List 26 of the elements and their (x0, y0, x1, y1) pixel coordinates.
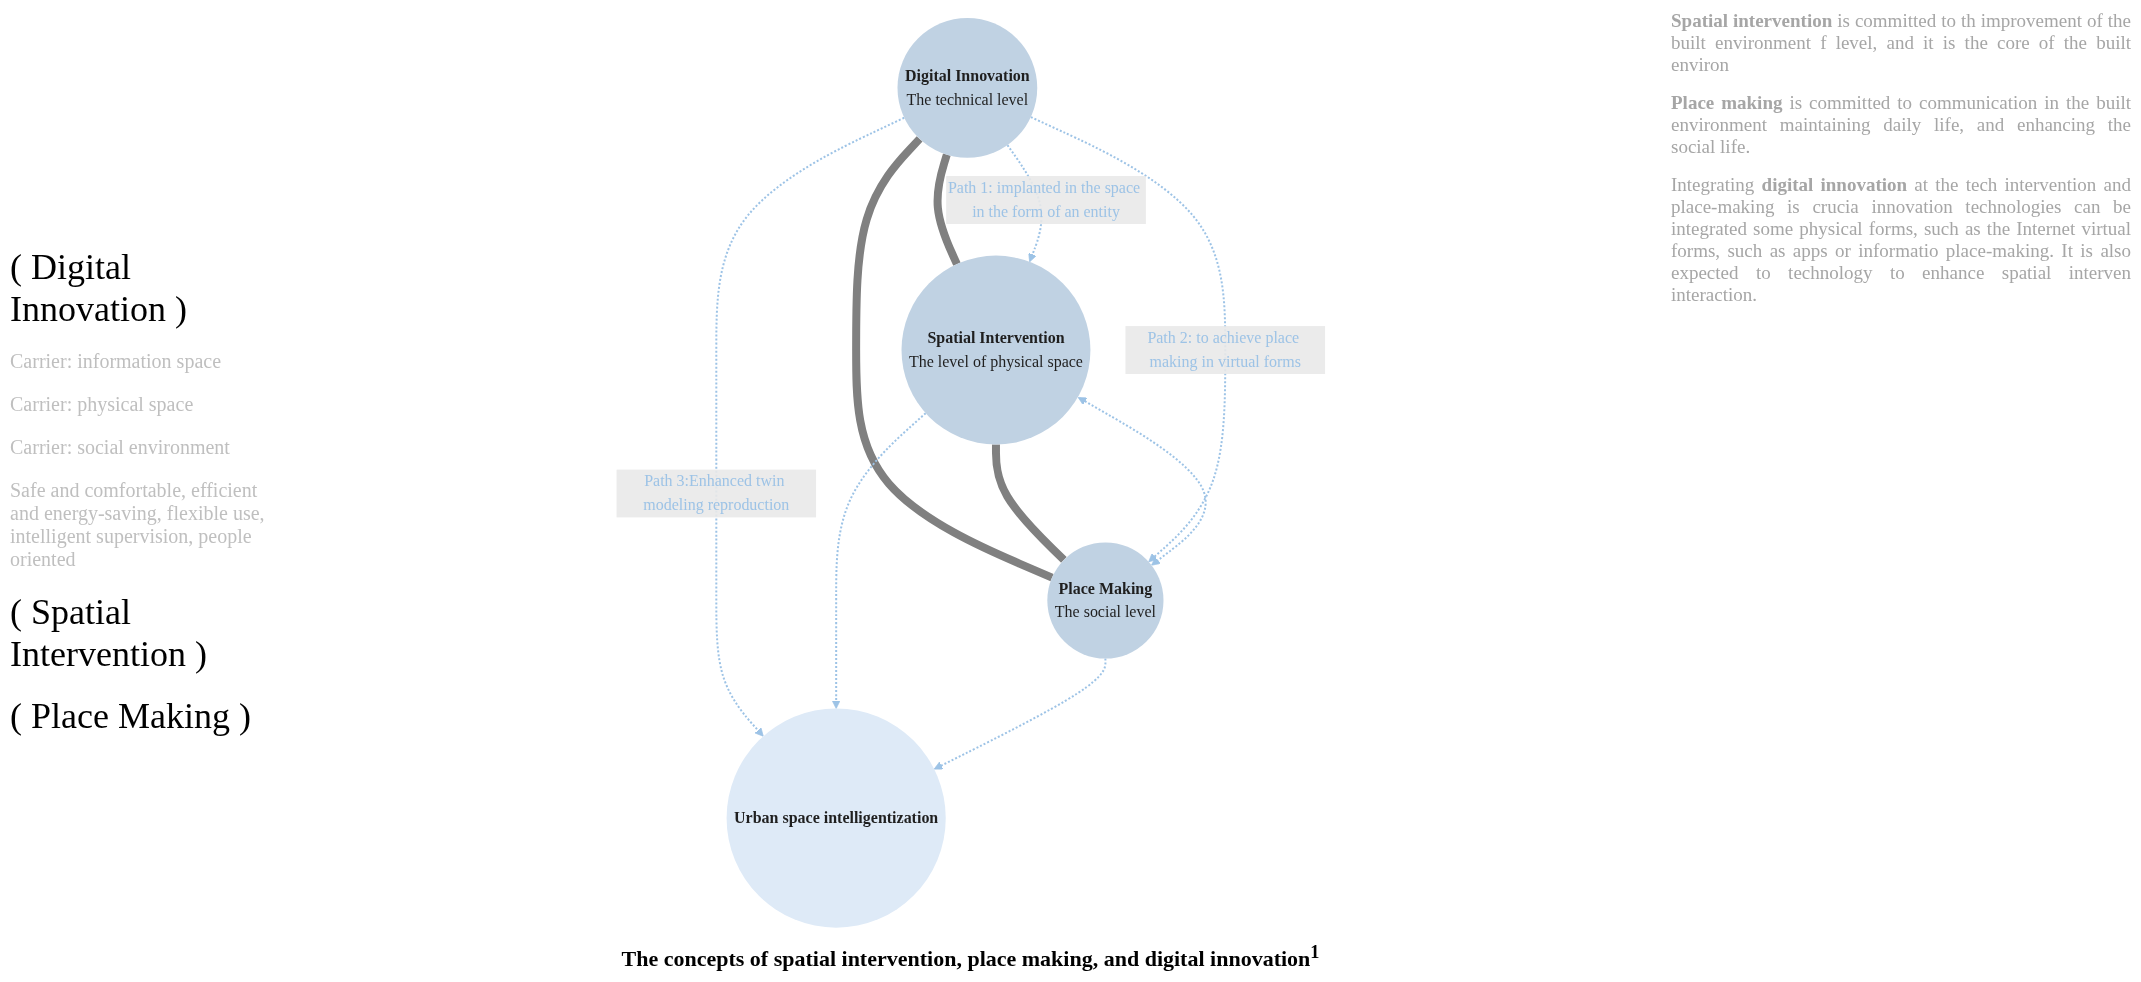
heading-text: ( Spatial Intervention ) (10, 590, 208, 675)
annotation-text: Carrier: information space (10, 349, 223, 373)
arrow (1029, 116, 1226, 563)
arrow (933, 657, 1107, 770)
connector (851, 136, 1054, 582)
connector (991, 444, 1067, 563)
annotation-text: Safe and comfortable, efficient and energy-saving, flexible use, intelligent supervision, people oriented (10, 478, 266, 571)
heading-text: ( Digital Innovation ) (10, 245, 188, 330)
node-circle: Digital Innovation The technical level (897, 18, 1037, 158)
paragraph: Spatial intervention is committed to th improvement of the built environment f level, and it is the core of the built environ (1671, 10, 2131, 76)
paragraph: Integrating digital innovation at the tech intervention and place-making is crucia innovation technologies can be integrated some physical forms, such as the Internet virtual forms, such as apps or informatio place-making. It is also expected to technology to enhance spatial interven interaction. (1671, 174, 2131, 306)
arrow (715, 116, 905, 737)
caption: The concepts of spatial intervention, place making, and digital innovation$^{1}$ (621, 941, 1320, 972)
node-circle: Place Making The social level (1047, 542, 1164, 659)
node-circle: Urban space intelligentization (726, 708, 946, 928)
edge-label: Path 1: implanted in the space in the form of an entity (947, 179, 1140, 221)
annotation-text: Carrier: physical space (10, 392, 195, 416)
heading-text: ( Place Making ) (10, 694, 252, 737)
arrow (1077, 397, 1207, 566)
connector (933, 153, 961, 266)
node-circle: Spatial Intervention The level of physical space (901, 255, 1091, 445)
edge-label: Path 2: to achieve place making in virtual forms (1147, 329, 1301, 371)
arrow (831, 412, 927, 709)
paragraph: Place making is committed to communication in the built environment maintaining daily life, and enhancing the social life. (1671, 92, 2131, 158)
annotation-text: Carrier: social environment (10, 435, 231, 459)
edge-label: Path 3:Enhanced twin modeling reproduction (643, 472, 790, 514)
